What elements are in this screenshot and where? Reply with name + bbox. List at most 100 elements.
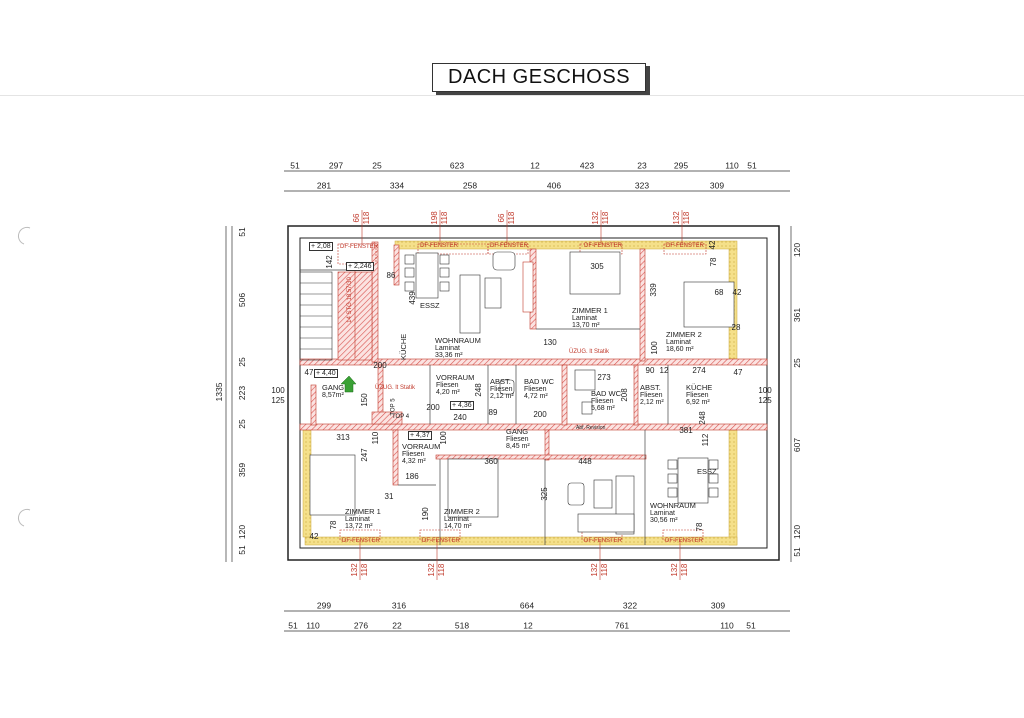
room-area: 30,56 m² xyxy=(650,517,678,525)
inner-dimension-label: 47 xyxy=(304,368,314,377)
roof-window-label: DF-FENSTER xyxy=(584,538,622,544)
dimension-label: 323 xyxy=(634,180,650,191)
outer-wall xyxy=(287,225,780,561)
window-height-label: 118 xyxy=(601,211,610,225)
room-floor: Laminat xyxy=(666,338,691,346)
inner-dimension-label: 274 xyxy=(692,366,706,375)
room-label: ESSZ xyxy=(697,468,717,476)
roof-window-label: DF-FENSTER xyxy=(666,243,704,249)
dimension-label: 334 xyxy=(389,180,405,191)
inner-dimension-label: 89 xyxy=(488,408,498,417)
inner-dimension-label: 86 xyxy=(386,271,396,280)
inner-dimension-label: 112 xyxy=(701,433,710,447)
room-area: 13,72 m² xyxy=(345,523,373,531)
dimension-label: 120 xyxy=(236,524,247,540)
inner-dimension-label: 240 xyxy=(453,413,467,422)
room-name: ABST. xyxy=(490,377,511,386)
dimension-label: 51 xyxy=(746,620,756,631)
inner-dimension-label: 78 xyxy=(695,522,704,532)
inner-dimension-label: 247 xyxy=(360,448,369,462)
inner-wall-line xyxy=(299,237,768,549)
window-height-label: 66 xyxy=(497,213,506,223)
dimension-label: 120 xyxy=(791,242,802,258)
room-floor: Fliesen xyxy=(436,381,459,389)
inner-dimension-label: 31 xyxy=(384,492,394,501)
roof-window-label: DF-FENSTER xyxy=(342,538,380,544)
room-area: 14,70 m² xyxy=(444,523,472,531)
room-area: 13,70 m² xyxy=(572,322,600,330)
roof-window-label: DF-FENSTER xyxy=(422,538,460,544)
room-area: 18,60 m² xyxy=(666,346,694,354)
window-height-label: 118 xyxy=(507,211,516,225)
room-name: GANG xyxy=(322,383,345,392)
room-floor: Fliesen xyxy=(402,450,425,458)
roof-window-label: DF-FENSTER xyxy=(340,244,378,250)
room-floor: Fliesen xyxy=(524,385,547,393)
room-label: KÜCHE xyxy=(399,334,408,360)
inner-dimension-label: 208 xyxy=(620,388,629,402)
top5-label: TOP 5 xyxy=(390,398,397,416)
dimension-label: 100 xyxy=(271,386,285,395)
dimension-label: 125 xyxy=(271,396,285,405)
room-area: 8,45 m² xyxy=(506,443,530,451)
room-floor: Laminat xyxy=(650,509,675,517)
window-height-label: 118 xyxy=(440,211,449,225)
dimension-label: 506 xyxy=(236,292,247,308)
dimension-label: 110 xyxy=(306,620,320,631)
room-area: 8,57m² xyxy=(322,391,344,399)
window-height-label: 118 xyxy=(362,211,371,225)
dimension-label: 316 xyxy=(391,600,407,611)
room-name: ESSZ xyxy=(697,467,717,476)
up-arrow-icon xyxy=(340,375,357,393)
window-height-label: 132 xyxy=(590,563,599,577)
inner-dimension-label: 305 xyxy=(590,262,604,271)
window-height-label: 132 xyxy=(350,563,359,577)
dimension-label: 309 xyxy=(709,180,725,191)
window-height-label: 198 xyxy=(430,211,439,225)
dimension-label: 761 xyxy=(614,620,630,631)
dimension-label: 51 xyxy=(236,227,247,237)
roof-window-label: DF-FENSTER xyxy=(420,243,458,249)
dimension-label: 25 xyxy=(791,358,802,368)
level-marker: + 4,40 xyxy=(314,369,338,378)
inner-dimension-label: 68 xyxy=(714,288,724,297)
inner-dimension-label: 130 xyxy=(543,338,557,347)
dimension-label: 51 xyxy=(290,160,300,171)
room-name: VORRAUM xyxy=(436,373,475,382)
room-floor: Laminat xyxy=(572,314,597,322)
dimension-label: 25 xyxy=(236,419,247,429)
dimension-label: 12 xyxy=(530,160,540,171)
window-height-label: 118 xyxy=(680,563,689,577)
inner-dimension-label: 47 xyxy=(733,368,743,377)
beam-note: ÜZUG. lt Statik xyxy=(375,385,416,391)
staircase xyxy=(299,262,373,361)
level-marker: + 2,246 xyxy=(346,262,374,271)
inner-dimension-label: 186 xyxy=(405,472,419,481)
dimension-label: 51 xyxy=(747,160,757,171)
dimension-label: 607 xyxy=(791,437,802,453)
dimension-label: 51 xyxy=(236,545,247,555)
inner-dimension-label: 339 xyxy=(649,283,658,297)
room-area: 2,12 m² xyxy=(640,399,664,407)
roof-window-label: DF-FENSTER xyxy=(490,243,528,249)
dimension-label: 51 xyxy=(288,620,298,631)
dimension-label: 125 xyxy=(758,396,772,405)
dimension-label: 12 xyxy=(523,620,533,631)
stair-label: 14 STG 18,57/30 xyxy=(347,277,353,323)
window-height-label: 118 xyxy=(360,563,369,577)
room-floor: Laminat xyxy=(444,515,469,523)
room-area: 4,20 m² xyxy=(436,389,460,397)
room-area: 4,72 m² xyxy=(524,393,548,401)
window-height-label: 132 xyxy=(670,563,679,577)
dimension-label: 25 xyxy=(236,357,247,367)
inner-dimension-label: 313 xyxy=(336,433,350,442)
